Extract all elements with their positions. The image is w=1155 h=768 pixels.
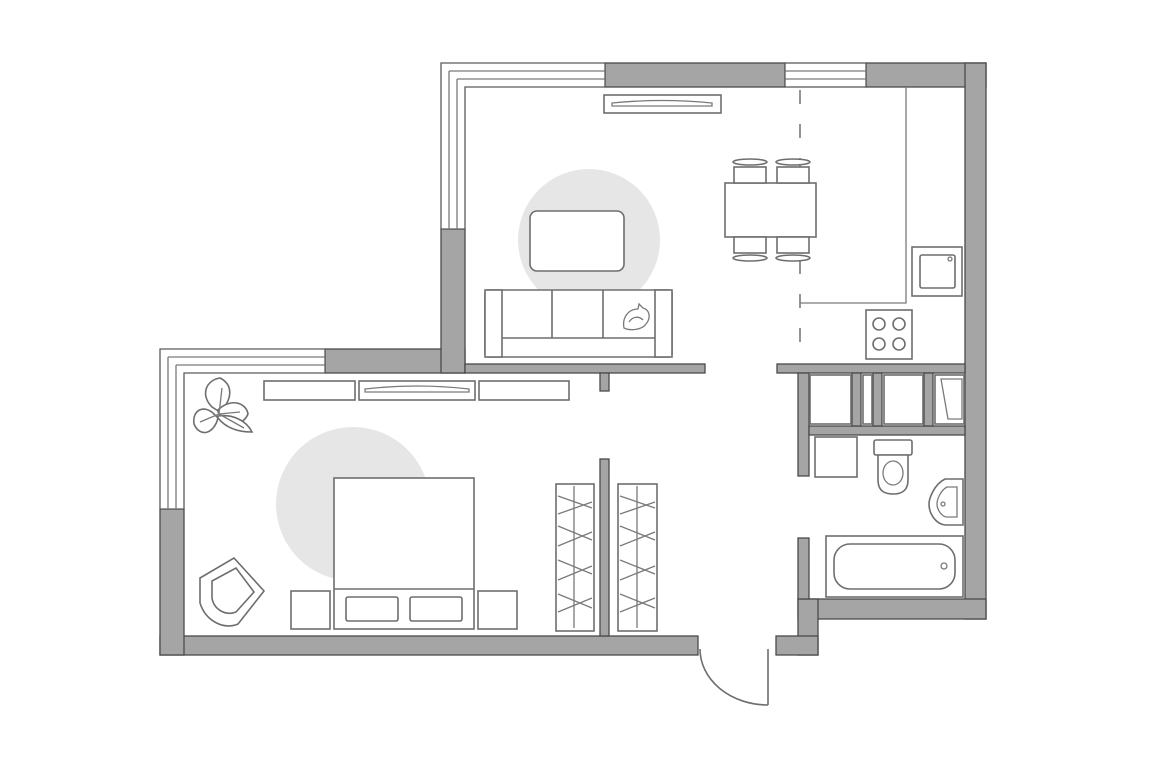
storage-cabinet [883, 374, 924, 425]
plant-icon [193, 377, 254, 434]
sofa [484, 289, 673, 358]
windows [159, 62, 867, 510]
tv-unit [603, 94, 722, 114]
bathtub-icon [825, 535, 964, 598]
stove-icon [865, 309, 913, 360]
exterior-walls [159, 62, 987, 656]
sink-icon [911, 246, 963, 297]
coffee-table [529, 210, 625, 272]
chair [775, 236, 811, 262]
washing-machine [814, 436, 858, 478]
chair [732, 158, 768, 184]
chair [732, 236, 768, 262]
cat-icon [622, 302, 650, 331]
toilet-icon [873, 439, 913, 495]
dining-chairs [732, 158, 811, 262]
nightstand-left [290, 590, 331, 630]
nightstand-right [477, 590, 518, 630]
interior-walls [464, 363, 966, 637]
shoe-racks [555, 483, 658, 632]
bathroom [814, 436, 964, 598]
living-room [484, 94, 722, 358]
washbasin-icon [928, 478, 964, 526]
bed [333, 477, 475, 630]
dining-table [724, 182, 817, 238]
storage-cabinet [809, 374, 852, 425]
storage-cabinet [862, 374, 873, 425]
door-swing-icon [699, 648, 769, 706]
chair [775, 158, 811, 184]
bedroom [193, 377, 658, 632]
storage [809, 374, 965, 425]
water-heater [934, 374, 965, 425]
wardrobe-shelves [263, 380, 570, 401]
armchair-icon [199, 556, 266, 627]
kitchen [724, 87, 963, 362]
entrance-door [699, 648, 769, 706]
